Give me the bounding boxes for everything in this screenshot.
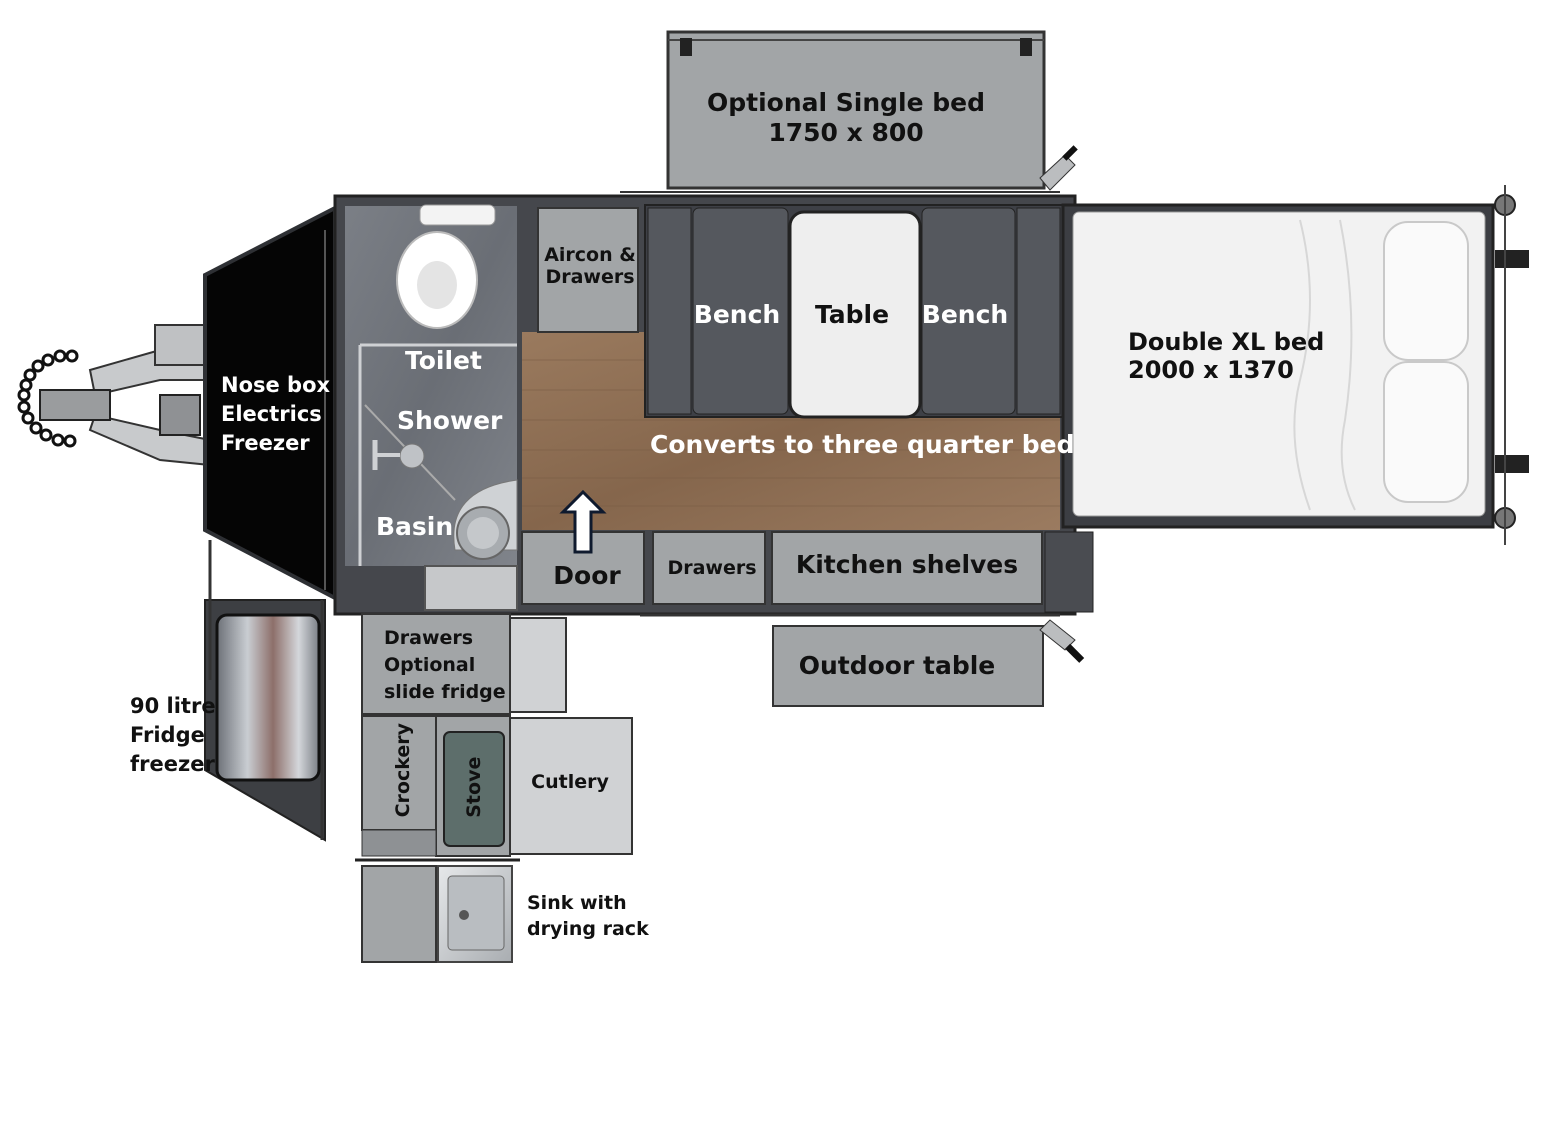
shower-label: Shower (397, 406, 503, 435)
bench-right-seat (1016, 207, 1061, 415)
cutlery-label: Cutlery (531, 771, 609, 793)
dining-table (788, 210, 922, 419)
toilet-label: Toilet (405, 346, 482, 375)
fridge-front (215, 613, 321, 782)
door-label: Door (553, 561, 621, 590)
aircon-label: Aircon & Drawers (544, 244, 636, 289)
aircon-box (537, 207, 639, 333)
crockery-label: Crockery (391, 723, 414, 818)
table-label: Table (814, 300, 890, 329)
handle-top (1039, 145, 1078, 191)
handle-bottom (1039, 619, 1085, 663)
converts-label: Converts to three quarter bed (650, 430, 1075, 459)
bench-left-cushion (692, 207, 789, 415)
basin-icon (453, 479, 518, 560)
fridge-label: 90 litre Fridge freezer (130, 694, 216, 776)
basin-label: Basin (376, 512, 454, 541)
shower-head-icon (372, 440, 425, 470)
drawers-fridge-slide (361, 613, 511, 715)
drawbar (39, 324, 211, 467)
bench-right-cushion (921, 207, 1016, 415)
safety-chain (17, 349, 79, 448)
crockery-unit (361, 715, 437, 831)
stove-label: Stove (462, 756, 485, 818)
cutlery-drawer (509, 717, 633, 855)
pillow-icon (1383, 221, 1469, 503)
door-arrow-icon (559, 489, 607, 554)
outdoor-table (772, 625, 1044, 707)
double-bed-label: Double XL bed 2000 x 1370 (1128, 328, 1325, 385)
stove-cooktop (443, 731, 505, 847)
double-bed-mattress (1072, 211, 1486, 517)
drawer-extension (509, 617, 567, 713)
single-bed (666, 30, 1046, 190)
bench-right-label: Bench (921, 300, 1009, 329)
bench-left-seat (647, 207, 692, 415)
kitchen-shelves-unit (771, 531, 1043, 605)
drawers-label: Drawers (667, 557, 757, 579)
nose-box-label: Nose box Electrics Freezer (221, 373, 331, 455)
drawers-unit (652, 531, 766, 605)
kitchen-shelves-label: Kitchen shelves (795, 550, 1019, 579)
toilet-icon (396, 204, 496, 329)
drawers-fridge-label: Drawers Optional slide fridge (384, 627, 506, 703)
sink-label: Sink with drying rack (527, 892, 649, 941)
outdoor-table-label: Outdoor table (798, 651, 996, 680)
sink-cabinet (361, 865, 437, 963)
bench-left-label: Bench (693, 300, 781, 329)
single-bed-label: Optional Single bed 1750 x 800 (706, 88, 986, 147)
sink-icon (437, 865, 513, 963)
